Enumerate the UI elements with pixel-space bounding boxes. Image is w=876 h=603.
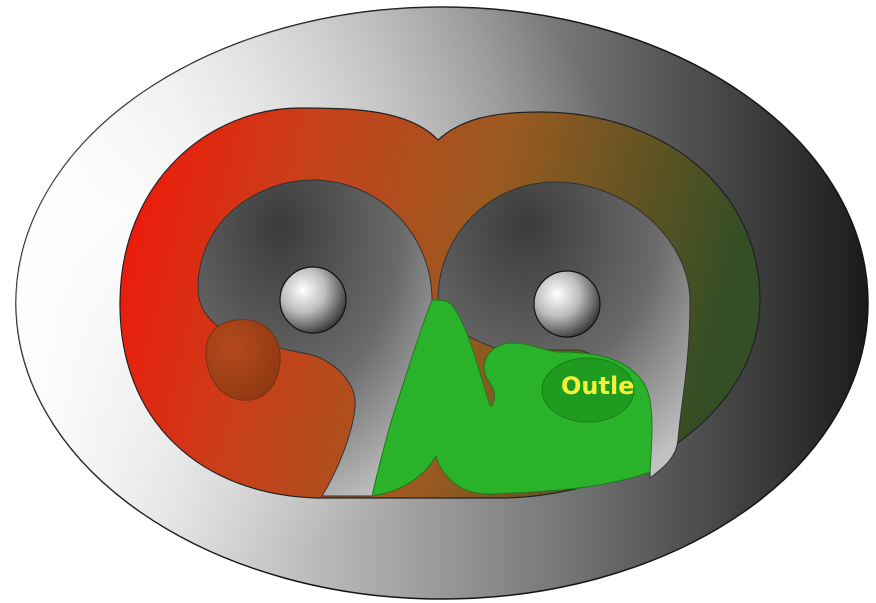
outlet-label: Outle <box>561 372 634 400</box>
left-shaft-hub <box>280 267 346 333</box>
right-shaft-hub <box>534 271 600 337</box>
